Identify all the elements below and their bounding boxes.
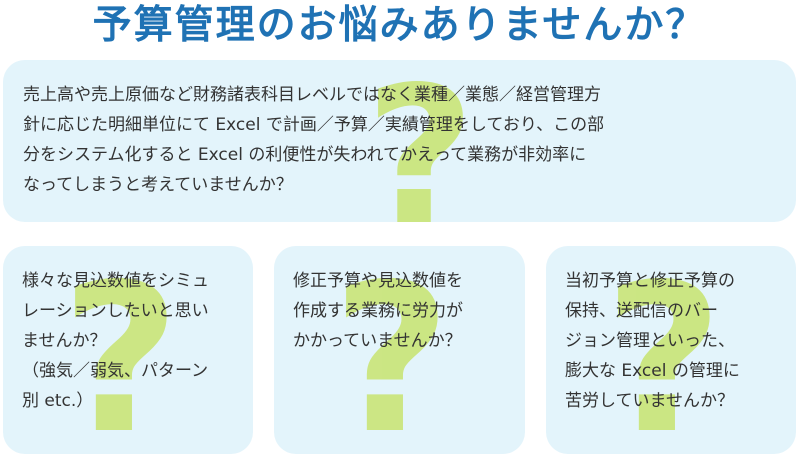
concern-text-line: 作成する業務に労力が (293, 301, 463, 321)
concern-text: 売上高や売上原価など財務諸表科目レベルではなく業種／業態／経営管理方 針に応じた… (23, 80, 783, 200)
page-title: 予算管理のお悩みありませんか？ (92, 3, 707, 48)
concern-text-line: 売上高や売上原価など財務諸表科目レベルではなく業種／業態／経営管理方 (23, 85, 601, 105)
concern-text: 当初予算と修正予算の 保持、送配信のバー ジョン管理といった、 膨大な Exce… (565, 266, 787, 416)
concern-text-line: ジョン管理といった、 (565, 331, 735, 351)
concern-text-line: 苦労していませんか？ (565, 391, 734, 411)
concern-text: 様々な見込数値をシミュ レーションしたいと思い ませんか？ （強気／弱気、パター… (22, 266, 244, 416)
concern-text-line: レーションしたいと思い (22, 301, 209, 321)
concern-text-line: 保持、送配信のバー (565, 301, 718, 321)
concern-text: 修正予算や見込数値を 作成する業務に労力が かかっていませんか？ (293, 266, 515, 356)
concern-card-revised-budget: ? 修正予算や見込数値を 作成する業務に労力が かかっていませんか？ (274, 246, 525, 454)
concern-text-line: 膨大な Excel の管理に (565, 361, 740, 381)
concern-text-line: 別 etc.） (22, 391, 94, 411)
concern-text-line: （強気／弱気、パターン (22, 361, 209, 381)
concern-text-line: 分をシステム化すると Excel の利便性が失われてかえって業務が非効率に (23, 145, 587, 165)
concern-text-line: 当初予算と修正予算の (565, 271, 735, 291)
concern-text-line: 様々な見込数値をシミュ (22, 271, 209, 291)
concern-card-simulation: ? 様々な見込数値をシミュ レーションしたいと思い ませんか？ （強気／弱気、パ… (3, 246, 253, 454)
concern-card-version-management: ? 当初予算と修正予算の 保持、送配信のバー ジョン管理といった、 膨大な Ex… (546, 246, 796, 454)
concern-text-line: 修正予算や見込数値を (293, 271, 463, 291)
concern-text-line: ませんか？ (22, 331, 107, 351)
concern-card-excel-detail: ? 売上高や売上原価など財務諸表科目レベルではなく業種／業態／経営管理方 針に応… (3, 60, 796, 222)
concern-text-line: なってしまうと考えていませんか？ (23, 175, 293, 195)
concern-text-line: かかっていませんか？ (293, 331, 462, 351)
concern-text-line: 針に応じた明細単位にて Excel で計画／予算／実績管理をしており、この部 (23, 115, 605, 135)
